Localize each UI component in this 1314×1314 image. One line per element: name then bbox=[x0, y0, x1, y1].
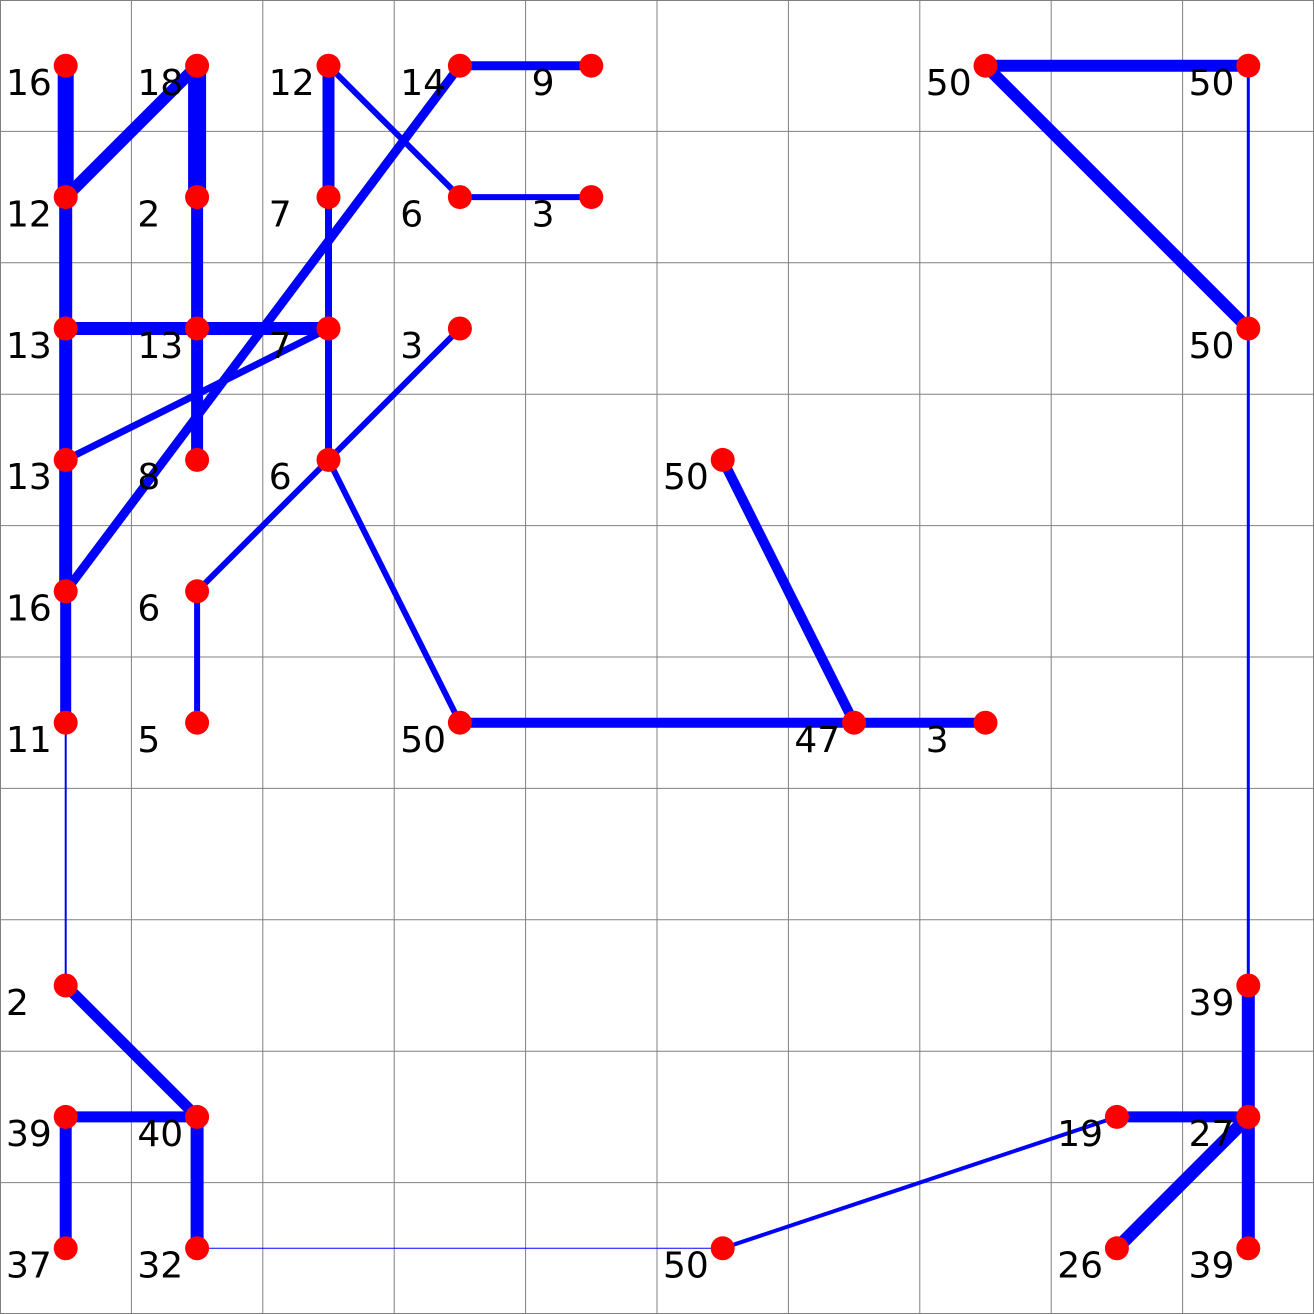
node-n19[interactable] bbox=[185, 447, 210, 472]
node-label-n39: 39 bbox=[1189, 1246, 1235, 1287]
node-label-n36: 32 bbox=[137, 1246, 183, 1287]
node-label-n30: 39 bbox=[1189, 983, 1235, 1024]
node-n21[interactable] bbox=[710, 447, 735, 472]
node-n2[interactable] bbox=[185, 53, 210, 78]
node-label-n2: 18 bbox=[137, 63, 183, 104]
node-n1[interactable] bbox=[53, 53, 78, 78]
edge-n20-n26 bbox=[325, 458, 463, 725]
node-label-n13: 13 bbox=[6, 326, 52, 367]
node-label-n32: 40 bbox=[137, 1114, 183, 1155]
node-n8[interactable] bbox=[53, 185, 78, 210]
node-label-n23: 6 bbox=[137, 589, 160, 630]
node-n11[interactable] bbox=[447, 185, 472, 210]
node-label-n8: 12 bbox=[6, 194, 52, 235]
nodes bbox=[53, 53, 1261, 1261]
node-label-n31: 39 bbox=[6, 1114, 52, 1155]
node-n33[interactable] bbox=[1104, 1104, 1129, 1129]
node-n14[interactable] bbox=[185, 316, 210, 341]
node-label-n6: 50 bbox=[926, 63, 972, 104]
node-label-n14: 13 bbox=[137, 326, 183, 367]
node-label-n21: 50 bbox=[663, 457, 709, 498]
node-label-n11: 6 bbox=[400, 194, 423, 235]
edge-n6-n17 bbox=[981, 61, 1253, 333]
edge-n29-n32 bbox=[61, 981, 201, 1121]
node-n24[interactable] bbox=[53, 710, 78, 735]
node-label-n3: 12 bbox=[269, 63, 315, 104]
node-n25[interactable] bbox=[185, 710, 210, 735]
node-n34[interactable] bbox=[1236, 1104, 1261, 1129]
edge-n34-n38 bbox=[1112, 1112, 1253, 1253]
edge-n8-n2 bbox=[61, 61, 202, 202]
edge-n37-n33 bbox=[722, 1115, 1118, 1251]
node-label-n29: 2 bbox=[6, 983, 29, 1024]
node-n16[interactable] bbox=[447, 316, 472, 341]
node-label-n20: 6 bbox=[269, 457, 292, 498]
node-n7[interactable] bbox=[1236, 53, 1261, 78]
node-label-n35: 37 bbox=[6, 1246, 52, 1287]
node-n9[interactable] bbox=[185, 185, 210, 210]
node-n38[interactable] bbox=[1104, 1236, 1129, 1261]
node-label-n19: 8 bbox=[137, 457, 160, 498]
edge-n22-n4 bbox=[62, 62, 464, 594]
edge-n15-n18 bbox=[64, 325, 331, 464]
node-label-n25: 5 bbox=[137, 720, 160, 761]
node-n28[interactable] bbox=[973, 710, 998, 735]
node-label-n28: 3 bbox=[926, 720, 949, 761]
edges bbox=[57, 59, 1255, 1253]
node-n22[interactable] bbox=[53, 579, 78, 604]
node-n5[interactable] bbox=[579, 53, 604, 78]
node-n23[interactable] bbox=[185, 579, 210, 604]
node-n10[interactable] bbox=[316, 185, 341, 210]
edge-n3-n11 bbox=[326, 63, 463, 200]
node-label-n26: 50 bbox=[400, 720, 446, 761]
node-n3[interactable] bbox=[316, 53, 341, 78]
node-label-n12: 3 bbox=[532, 194, 555, 235]
node-label-n15: 7 bbox=[269, 326, 292, 367]
node-n18[interactable] bbox=[53, 447, 78, 472]
node-label-n9: 2 bbox=[137, 194, 160, 235]
node-n12[interactable] bbox=[579, 185, 604, 210]
node-n13[interactable] bbox=[53, 316, 78, 341]
node-n27[interactable] bbox=[842, 710, 867, 735]
node-label-n24: 11 bbox=[6, 720, 52, 761]
node-n17[interactable] bbox=[1236, 316, 1261, 341]
node-n29[interactable] bbox=[53, 973, 78, 998]
node-label-n10: 7 bbox=[269, 194, 292, 235]
node-label-n16: 3 bbox=[400, 326, 423, 367]
node-n36[interactable] bbox=[185, 1236, 210, 1261]
node-n4[interactable] bbox=[447, 53, 472, 78]
node-n37[interactable] bbox=[710, 1236, 735, 1261]
node-n30[interactable] bbox=[1236, 973, 1261, 998]
node-label-n1: 16 bbox=[6, 63, 52, 104]
node-label-n17: 50 bbox=[1189, 326, 1235, 367]
node-label-n7: 50 bbox=[1189, 63, 1235, 104]
node-label-n38: 26 bbox=[1057, 1246, 1103, 1287]
node-label-n34: 27 bbox=[1189, 1114, 1235, 1155]
node-n35[interactable] bbox=[53, 1236, 78, 1261]
node-label-n4: 14 bbox=[400, 63, 446, 104]
node-n6[interactable] bbox=[973, 53, 998, 78]
node-label-n27: 47 bbox=[794, 720, 840, 761]
node-label-n22: 16 bbox=[6, 589, 52, 630]
node-label-n37: 50 bbox=[663, 1246, 709, 1287]
node-label-n5: 9 bbox=[532, 63, 555, 104]
node-n26[interactable] bbox=[447, 710, 472, 735]
node-n32[interactable] bbox=[185, 1104, 210, 1129]
node-n31[interactable] bbox=[53, 1104, 78, 1129]
node-n20[interactable] bbox=[316, 447, 341, 472]
node-label-n18: 13 bbox=[6, 457, 52, 498]
node-label-n33: 19 bbox=[1057, 1114, 1103, 1155]
node-n39[interactable] bbox=[1236, 1236, 1261, 1261]
edge-n21-n27 bbox=[718, 457, 859, 725]
node-n15[interactable] bbox=[316, 316, 341, 341]
